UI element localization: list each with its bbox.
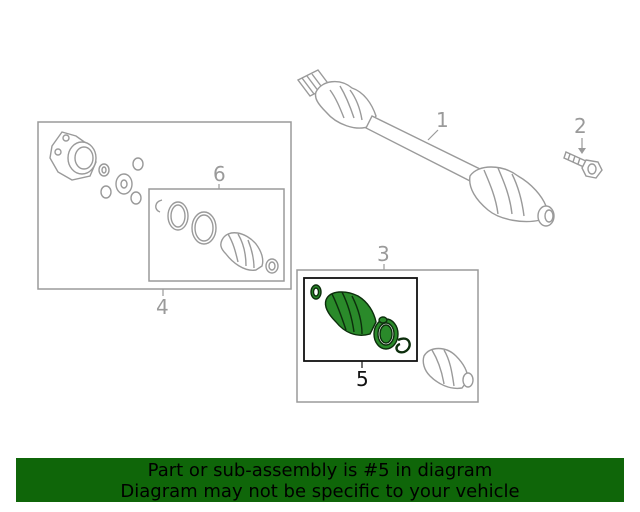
callout-6: 6	[213, 162, 226, 186]
banner-line-2: Diagram may not be specific to your vehi…	[120, 481, 520, 502]
leader-2-arrow	[578, 148, 586, 154]
group-6-box	[148, 188, 285, 282]
axle-shaft-part[interactable]	[296, 69, 555, 227]
bolt-part[interactable]	[563, 151, 603, 179]
boot-kit-highlighted-part[interactable]	[310, 284, 411, 354]
group-3-box	[296, 269, 479, 403]
callout-4: 4	[156, 295, 169, 319]
group-5-box	[303, 277, 418, 362]
outer-joint-part[interactable]	[422, 347, 474, 390]
callout-5: 5	[356, 367, 369, 391]
inner-boot-kit-part[interactable]	[155, 199, 279, 274]
leader-1	[427, 129, 439, 141]
callout-3: 3	[377, 242, 390, 266]
inner-joint-housing-part[interactable]	[49, 131, 144, 205]
group-4-box	[37, 121, 292, 290]
callout-2: 2	[574, 114, 587, 138]
info-banner: Part or sub-assembly is #5 in diagram Di…	[16, 458, 624, 502]
callout-1: 1	[436, 108, 449, 132]
banner-line-1: Part or sub-assembly is #5 in diagram	[147, 460, 493, 481]
